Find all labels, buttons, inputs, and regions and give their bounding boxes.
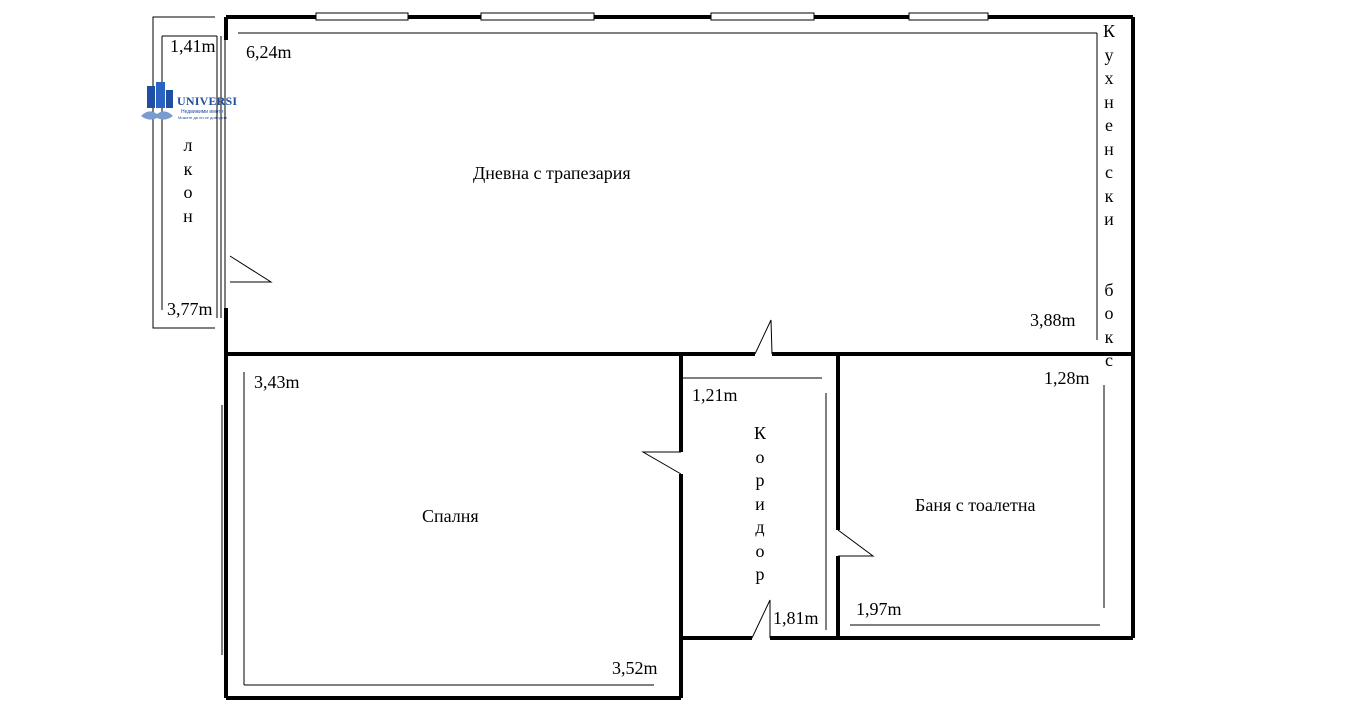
vertical-letter: о bbox=[183, 182, 193, 202]
room-bedroom-label: Спалня bbox=[422, 506, 479, 526]
vertical-letter: н bbox=[183, 205, 193, 226]
dim-bath-bottom: 1,97m bbox=[856, 599, 902, 619]
dim-balcony-top: 1,41m bbox=[170, 36, 216, 56]
dim-living-top: 6,24m bbox=[246, 42, 292, 62]
dim-balcony-bottom: 3,77m bbox=[167, 299, 213, 319]
dim-living-bottom: 3,88m bbox=[1030, 310, 1076, 330]
logo-tagline-2: Можете да ни се доверите bbox=[178, 115, 228, 120]
building-handshake-icon bbox=[141, 82, 173, 120]
vertical-letter: р bbox=[755, 470, 765, 490]
room-living-label: Дневна с трапезария bbox=[473, 163, 631, 183]
vertical-letter: к bbox=[1104, 185, 1114, 206]
vertical-letter: д bbox=[755, 517, 765, 537]
vertical-letter: у bbox=[1104, 44, 1114, 65]
vertical-letter: л bbox=[183, 135, 193, 155]
vertical-letter: е bbox=[1105, 115, 1113, 135]
logo-brand: UNIVERSI bbox=[177, 94, 238, 108]
vertical-letter: К bbox=[1102, 21, 1115, 41]
company-logo: UNIVERSI Недвижими имоти Можете да ни се… bbox=[137, 80, 237, 124]
vertical-letter: х bbox=[1104, 68, 1114, 88]
vertical-letter: с bbox=[1105, 350, 1113, 370]
vertical-letter: и bbox=[755, 493, 765, 514]
vertical-letter: с bbox=[1105, 162, 1113, 182]
dim-corridor-top: 1,21m bbox=[692, 385, 738, 405]
vertical-letter: о bbox=[755, 446, 765, 467]
inner-lines bbox=[152, 12, 1105, 686]
vertical-letter bbox=[1099, 255, 1119, 279]
vertical-letter: р bbox=[755, 564, 765, 584]
dim-corridor-bottom: 1,81m bbox=[773, 608, 819, 628]
vertical-letter: к bbox=[1104, 326, 1114, 347]
room-bathroom-label: Баня с тоалетна bbox=[915, 495, 1036, 515]
dim-bath-top: 1,28m bbox=[1044, 368, 1090, 388]
vertical-letter: н bbox=[1104, 91, 1114, 112]
dim-bedroom-top: 3,43m bbox=[254, 372, 300, 392]
vertical-letter: о bbox=[1104, 303, 1114, 323]
vertical-letter bbox=[1099, 232, 1119, 256]
vertical-letter: о bbox=[755, 540, 765, 561]
outer-walls bbox=[224, 15, 1135, 700]
dim-bedroom-bottom: 3,52m bbox=[612, 658, 658, 678]
vertical-letter: и bbox=[1104, 209, 1114, 229]
vertical-letter: К bbox=[753, 423, 766, 443]
vertical-letter: н bbox=[1104, 138, 1114, 159]
vertical-letter: к bbox=[183, 158, 193, 179]
vertical-letter: б bbox=[1104, 279, 1114, 300]
logo-tagline-1: Недвижими имоти bbox=[181, 109, 224, 115]
